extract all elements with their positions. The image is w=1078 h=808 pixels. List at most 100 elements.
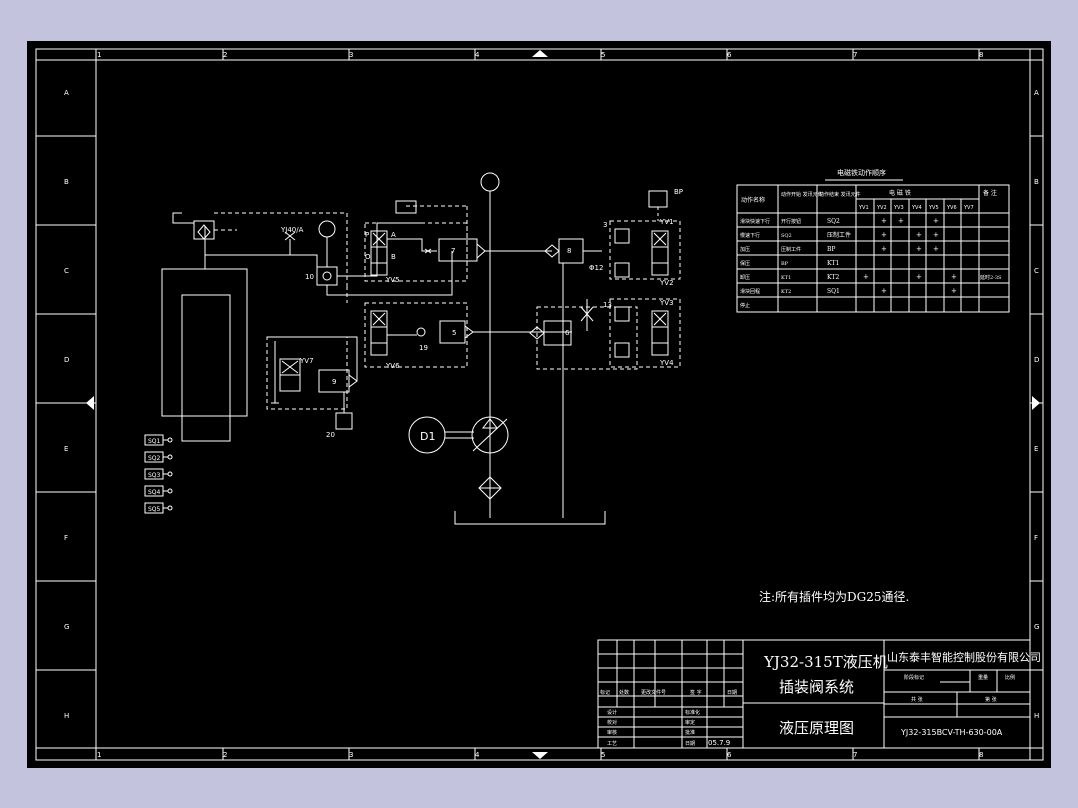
table-cell-mark: + [881, 287, 887, 295]
table-head-remark: 备 注 [983, 189, 997, 197]
label-7: 7 [451, 247, 455, 255]
label-yv1: YV1 [659, 218, 674, 226]
label-yj40a: YJ40/A [280, 226, 304, 234]
table-cell-start: SQ2 [781, 233, 792, 239]
row-label-right: A [1034, 89, 1039, 97]
port-p: P [365, 231, 369, 239]
label-13: 13 [603, 301, 612, 309]
table-title: 电磁铁动作顺序 [837, 168, 886, 177]
limit-switch-label: SQ1 [148, 438, 161, 445]
tb-title-line1: YJ32-315T液压机 [763, 653, 888, 671]
col-label-bottom: 3 [349, 751, 353, 759]
relief-valve-20 [335, 412, 353, 430]
table-cell-start: 开行按钮 [781, 218, 801, 225]
pressure-gauge [318, 220, 336, 238]
col-label: 6 [727, 51, 732, 59]
tb-subtitle: 液压原理图 [779, 719, 854, 737]
table-cell-action: 卸压 [740, 274, 750, 281]
tb-std: 标准化 [685, 709, 700, 716]
label-19: 19 [419, 344, 428, 352]
tb-hdr-count: 处数 [619, 689, 629, 696]
table-cell-action: 加压 [740, 246, 750, 253]
label-20: 20 [326, 431, 335, 439]
check-valve-10 [316, 266, 338, 286]
table-cell-mark: + [863, 273, 869, 281]
tb-ratify: 批准 [685, 729, 695, 736]
row-label-right: E [1034, 445, 1038, 453]
cartridge-valve-7 [438, 238, 478, 262]
table-cell-mark: + [898, 217, 904, 225]
tb-date-value: 05.7.9 [708, 739, 730, 747]
column-ticks [222, 49, 980, 760]
label-yv6: YV6 [385, 362, 400, 370]
relief-valve-top [648, 190, 668, 208]
label-5: 5 [452, 329, 456, 337]
row-label: C [64, 267, 69, 275]
col-label: 2 [223, 51, 227, 59]
label-d1: D1 [420, 430, 435, 443]
table-cell-end: KT1 [827, 260, 839, 267]
drawing-canvas: 1 2 3 4 5 6 7 8 1 2 3 4 5 6 7 8 A B C D … [27, 41, 1051, 768]
row-label-right: B [1034, 178, 1039, 186]
label-yv5: YV5 [385, 276, 400, 284]
label-bp: BP [674, 188, 683, 196]
limit-switch-label: SQ4 [148, 489, 161, 496]
table-cell-end: BP [827, 246, 835, 253]
row-label-right: H [1034, 712, 1039, 720]
title-block: 标记 处数 更改文件号 签 字 日期 设计 校对 审核 工艺 标准化 审定 批准… [597, 639, 1041, 749]
row-label: F [64, 534, 68, 542]
coil-head-yv1: YV1 [858, 205, 869, 211]
tb-date-label: 日期 [685, 741, 695, 747]
label-yv3: YV3 [659, 299, 674, 307]
col-label-bottom: 2 [223, 751, 227, 759]
table-cell-mark: + [881, 217, 887, 225]
label-3: 3 [603, 221, 607, 229]
col-label: 7 [853, 51, 857, 59]
oil-tank [454, 511, 606, 525]
tb-weight-label: 重量 [978, 674, 988, 681]
label-yv7: YV7 [299, 357, 314, 365]
hydraulic-schematic-drawing: 1 2 3 4 5 6 7 8 1 2 3 4 5 6 7 8 A B C D … [35, 48, 1044, 761]
table-head-group: 电 磁 铁 [889, 189, 911, 197]
col-label-bottom: 1 [97, 751, 101, 759]
col-label: 5 [601, 51, 605, 59]
port-b: B [391, 253, 396, 261]
col-label-bottom: 4 [475, 751, 480, 759]
coil-head-yv5: YV5 [928, 205, 939, 211]
coil-head-yv4: YV4 [911, 205, 922, 211]
label-10: 10 [305, 273, 314, 281]
valve-group-yv7 [266, 336, 348, 410]
table-cell-start: KT2 [781, 289, 791, 295]
table-cell-mark: + [951, 273, 957, 281]
col-label-bottom: 7 [853, 751, 857, 759]
tb-role-process: 工艺 [607, 741, 617, 747]
cartridge-valve-6 [543, 320, 572, 346]
table-cell-end: SQ2 [827, 218, 840, 225]
tb-title-line2: 插装阀系统 [779, 678, 854, 696]
col-label-bottom: 5 [601, 751, 605, 759]
note-text: 注:所有插件均为DG25通径. [759, 589, 909, 604]
tb-role-review: 审核 [607, 729, 617, 736]
port-a: A [391, 231, 396, 239]
table-cell-action: 慢速下行 [740, 232, 760, 239]
tb-drawing-no: YJ32-315BCV-TH-630-00A [900, 728, 1003, 737]
col-label: 3 [349, 51, 353, 59]
row-label-right: D [1034, 356, 1039, 364]
hydraulic-circuit [144, 172, 681, 525]
centering-markers [86, 50, 1040, 759]
coil-head-yv3: YV3 [893, 205, 904, 211]
limit-switch-label: SQ5 [148, 506, 161, 513]
label-yv4: YV4 [659, 359, 674, 367]
tb-approve: 审定 [685, 719, 695, 726]
outer-frame [35, 48, 1044, 761]
action-sequence-table: 电磁铁动作顺序 动作名称 动作开始 发讯元件 动作结束 发讯元件 [736, 168, 1010, 313]
col-label: 4 [475, 51, 480, 59]
table-cell-mark: + [916, 245, 922, 253]
table-cell-remark: 延时2-3S [980, 274, 1002, 281]
label-9: 9 [332, 378, 336, 386]
coil-head-yv7: YV7 [963, 205, 974, 211]
limit-switch-symbols [144, 434, 173, 514]
row-label: D [64, 356, 69, 364]
table-cell-start: KT1 [781, 275, 791, 281]
row-label: B [64, 178, 69, 186]
